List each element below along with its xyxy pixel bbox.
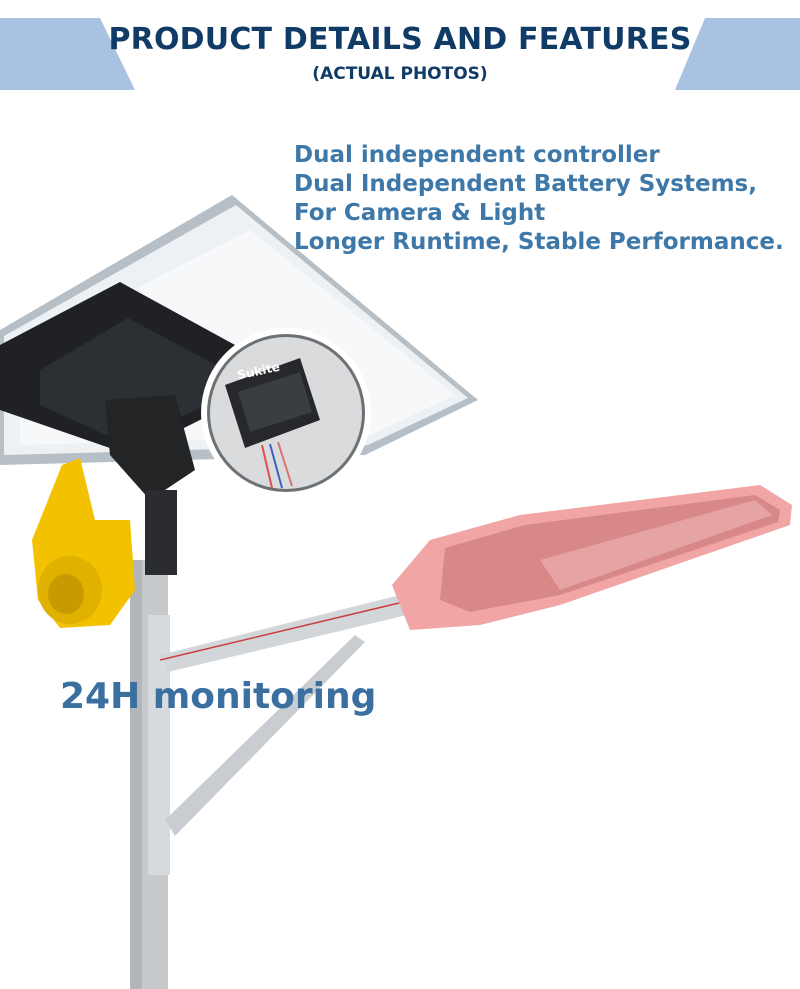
- lamp-head: [392, 485, 792, 630]
- lamp-arm: [159, 590, 428, 836]
- battery-box: [0, 282, 240, 500]
- ribbon-left: [0, 18, 135, 90]
- feature-line: Dual independent controller: [294, 142, 660, 168]
- feature-list: Dual independent controller Dual Indepen…: [294, 141, 784, 257]
- feature-line: Dual Independent Battery Systems,: [294, 171, 757, 197]
- monitoring-callout: 24H monitoring: [60, 676, 377, 717]
- camera: [32, 458, 135, 628]
- ribbon-right: [675, 18, 800, 90]
- feature-line: For Camera & Light: [294, 200, 546, 226]
- pole: [130, 490, 177, 989]
- controller-inset: [201, 328, 371, 498]
- header-banner: [0, 0, 800, 90]
- page-title: PRODUCT DETAILS AND FEATURES: [108, 22, 692, 57]
- feature-line: Longer Runtime, Stable Performance.: [294, 229, 784, 255]
- page-subtitle: (ACTUAL PHOTOS): [312, 64, 488, 84]
